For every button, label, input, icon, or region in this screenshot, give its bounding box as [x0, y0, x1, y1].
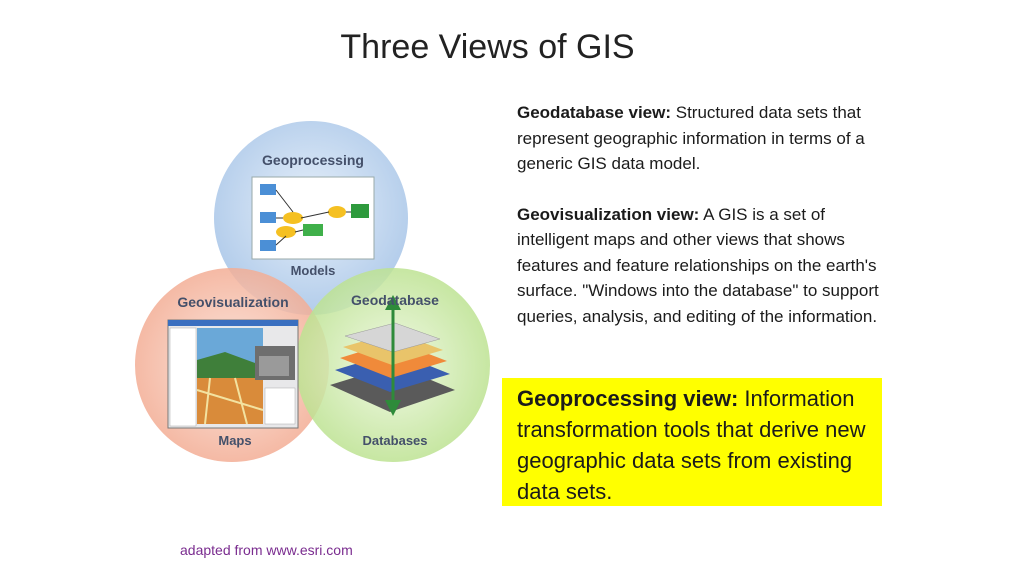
maps-label: Maps	[218, 433, 251, 448]
geoprocessing-term: Geoprocessing view:	[517, 386, 739, 411]
definitions-text: Geodatabase view: Structured data sets t…	[517, 100, 887, 354]
geovisualization-description: A GIS is a set of intelligent maps and o…	[517, 204, 879, 326]
geoprocessing-label: Geoprocessing	[262, 152, 364, 168]
geodatabase-definition: Geodatabase view: Structured data sets t…	[517, 100, 887, 177]
slide-title: Three Views of GIS	[340, 28, 635, 66]
three-views-venn-diagram: Geoprocessing Models Geovisualization Ma…	[135, 120, 495, 470]
geodatabase-description: Structured data sets that represent geog…	[517, 103, 865, 173]
maps-screenshot-image	[167, 319, 299, 429]
geoprocessing-highlight-box: Geoprocessing view: Information transfor…	[502, 378, 882, 506]
geovisualization-label: Geovisualization	[177, 294, 288, 310]
source-credit: adapted from www.esri.com	[180, 542, 353, 558]
geovisualization-term: Geovisualization view:	[517, 204, 700, 224]
geovisualization-definition: Geovisualization view: A GIS is a set of…	[517, 202, 887, 330]
databases-label: Databases	[362, 433, 427, 448]
models-label: Models	[291, 263, 336, 278]
geodatabase-term: Geodatabase view:	[517, 103, 672, 122]
geoprocessing-description: Information transformation tools that de…	[517, 386, 866, 504]
venn-svg: Geoprocessing Models Geovisualization Ma…	[135, 121, 490, 462]
models-workflow-image	[251, 176, 375, 260]
geodatabase-label: Geodatabase	[351, 292, 439, 308]
database-layers-image	[330, 295, 455, 416]
